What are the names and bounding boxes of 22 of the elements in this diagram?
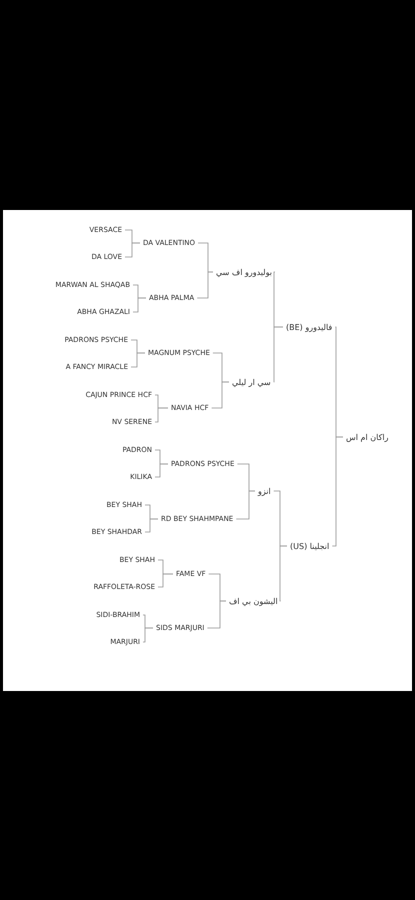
- horse-name: اليشون بي اف: [226, 596, 281, 606]
- connector-line: [236, 490, 256, 520]
- horse-name: فاليدورو (BE): [283, 322, 336, 332]
- horse-name: انجلينا (US): [287, 542, 332, 550]
- connector-line: [206, 600, 226, 628]
- connector-line: [154, 408, 168, 422]
- horse-name: سي ار ليلي: [229, 378, 274, 386]
- connector-line: [142, 628, 154, 642]
- connector-line: [124, 242, 140, 258]
- connector-line: [332, 436, 344, 546]
- connector-line: [196, 272, 214, 298]
- connector-line: [132, 298, 146, 312]
- connector-line: [280, 546, 288, 602]
- connector-line: [154, 464, 168, 478]
- horse-name: راكان ام اس: [343, 432, 392, 442]
- connector-line: [158, 574, 174, 588]
- connector-line: [273, 326, 284, 382]
- horse-name: انزو: [255, 486, 274, 496]
- horse-name: بوليدورو اف سي: [213, 268, 275, 276]
- connector-line: [211, 382, 230, 408]
- connector-line: [144, 518, 158, 532]
- connector-line: [130, 352, 146, 368]
